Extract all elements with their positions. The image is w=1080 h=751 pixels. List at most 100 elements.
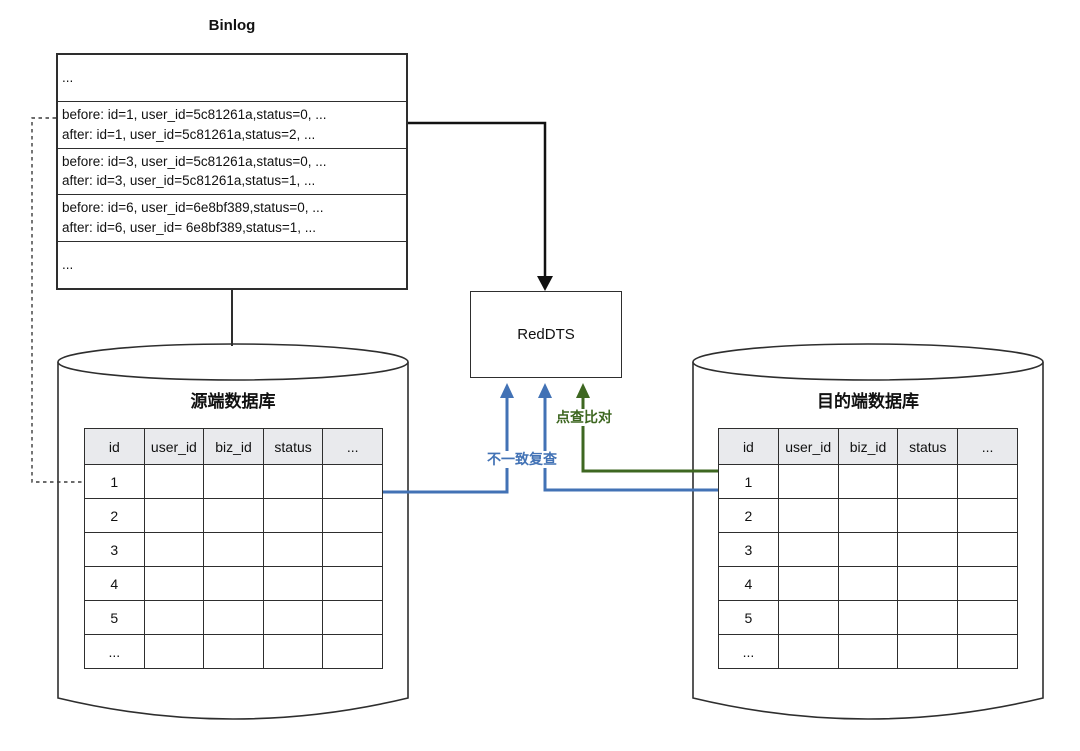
target-recheck-arrowhead-icon	[538, 383, 552, 398]
table-row: 5	[718, 600, 1018, 635]
table-row: ...	[718, 634, 1018, 669]
table-cell	[143, 532, 205, 567]
table-cell	[777, 600, 839, 635]
table-cell	[322, 464, 383, 499]
binlog-entry: before: id=3, user_id=5c81261a,status=0,…	[58, 149, 406, 196]
table-cell	[262, 532, 324, 567]
table-cell-id: 5	[718, 600, 779, 635]
table-row: ...	[84, 634, 383, 669]
table-cell	[897, 532, 959, 567]
table-cell	[897, 464, 959, 499]
table-column-header: status	[262, 428, 324, 465]
table-cell	[777, 634, 839, 669]
table-cell	[897, 566, 959, 601]
table-cell	[262, 566, 324, 601]
table-cell	[203, 532, 264, 567]
binlog-box: ... before: id=1, user_id=5c81261a,status…	[56, 53, 408, 290]
table-column-header: status	[897, 428, 959, 465]
table-cell	[837, 532, 899, 567]
table-column-header: biz_id	[837, 428, 899, 465]
binlog-entry-line: before: id=3, user_id=5c81261a,status=0,…	[62, 153, 327, 169]
table-cell	[897, 634, 959, 669]
table-cell	[837, 498, 899, 533]
table-cell	[203, 464, 264, 499]
table-cell	[957, 532, 1018, 567]
binlog-to-reddts-arrow	[408, 121, 547, 277]
table-cell	[837, 634, 899, 669]
table-row: 2	[718, 498, 1018, 533]
reddts-label: RedDTS	[517, 326, 575, 343]
table-row: 4	[718, 566, 1018, 601]
table-cell	[262, 464, 324, 499]
table-cell	[143, 634, 205, 669]
table-cell	[777, 498, 839, 533]
binlog-row1-dashed-link	[31, 117, 83, 483]
source-cylinder-top	[57, 343, 409, 381]
recheck-edge-label: 不一致复查	[485, 451, 559, 468]
table-cell	[322, 566, 383, 601]
table-cell	[262, 600, 324, 635]
table-row: 1	[84, 464, 383, 499]
table-row: 3	[718, 532, 1018, 567]
binlog-entry-line: ...	[62, 69, 74, 85]
table-cell	[143, 498, 205, 533]
table-cell-id: 2	[718, 498, 779, 533]
table-cell	[777, 566, 839, 601]
binlog-title: Binlog	[208, 17, 256, 34]
table-cell	[203, 634, 264, 669]
table-cell	[837, 566, 899, 601]
table-row: 2	[84, 498, 383, 533]
table-cell	[322, 634, 383, 669]
table-cell	[777, 532, 839, 567]
table-cell	[777, 464, 839, 499]
table-cell-id: 4	[84, 566, 145, 601]
target-db-title: 目的端数据库	[817, 392, 919, 411]
table-cell	[957, 566, 1018, 601]
table-column-header: ...	[957, 428, 1018, 465]
pointcheck-arrowhead-icon	[576, 383, 590, 398]
table-column-header: biz_id	[203, 428, 264, 465]
table-column-header: id	[718, 428, 779, 465]
table-cell	[143, 464, 205, 499]
table-cell-id: 2	[84, 498, 145, 533]
table-row: 4	[84, 566, 383, 601]
table-cell	[203, 498, 264, 533]
table-column-header: user_id	[777, 428, 839, 465]
table-row: 5	[84, 600, 383, 635]
table-cell-id: ...	[718, 634, 779, 669]
target-recheck-arrow	[543, 398, 718, 492]
table-cell-id: 4	[718, 566, 779, 601]
table-cell	[957, 498, 1018, 533]
table-cell	[837, 464, 899, 499]
binlog-rows: ... before: id=1, user_id=5c81261a,status…	[58, 55, 406, 288]
binlog-entry-line: after: id=1, user_id=5c81261a,status=2, …	[62, 126, 316, 142]
binlog-entry-line: after: id=3, user_id=5c81261a,status=1, …	[62, 173, 316, 189]
table-cell	[897, 600, 959, 635]
reddts-box: RedDTS	[470, 291, 622, 378]
table-cell-id: 1	[718, 464, 779, 499]
table-column-header: user_id	[143, 428, 205, 465]
table-cell-id: 3	[84, 532, 145, 567]
binlog-entry-line: ...	[62, 257, 74, 273]
table-cell	[957, 634, 1018, 669]
table-cell	[837, 600, 899, 635]
table-cell-id: ...	[84, 634, 145, 669]
table-column-header: ...	[322, 428, 383, 465]
table-row: 3	[84, 532, 383, 567]
binlog-entry: before: id=6, user_id=6e8bf389,status=0,…	[58, 195, 406, 243]
table-cell	[957, 600, 1018, 635]
table-cell	[143, 600, 205, 635]
binlog-entry-line: before: id=1, user_id=5c81261a,status=0,…	[62, 106, 327, 122]
table-cell-id: 3	[718, 532, 779, 567]
binlog-entry: ...	[58, 242, 406, 288]
table-cell	[957, 464, 1018, 499]
table-cell-id: 1	[84, 464, 145, 499]
table-cell	[143, 566, 205, 601]
target-cylinder-top	[692, 343, 1044, 381]
pointcheck-edge-label: 点查比对	[554, 409, 614, 426]
